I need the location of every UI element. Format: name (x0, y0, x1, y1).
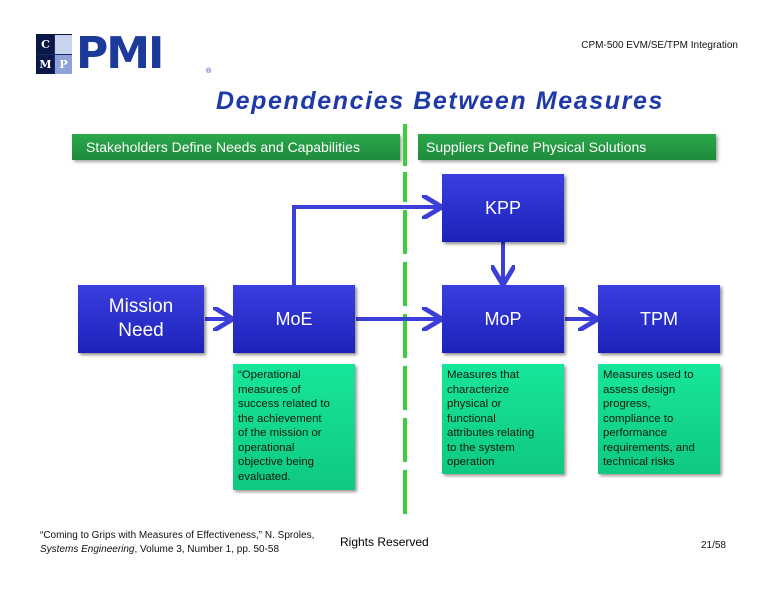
divider-segment (403, 262, 407, 306)
logo-letter-m: M (37, 55, 54, 74)
tpm-description: Measures used to assess design progress,… (598, 364, 720, 474)
registered-mark: ® (206, 68, 212, 75)
divider-segment (403, 210, 407, 254)
desc-line: Measures used to (603, 369, 694, 381)
desc-line: objective being (238, 456, 314, 468)
desc-line: compliance to (603, 412, 674, 425)
desc-line: performance (603, 427, 667, 439)
desc-line: of the mission or (238, 427, 322, 439)
logo-letter-c: C (37, 35, 54, 54)
mop-description: Measures that characterize physical or f… (442, 364, 564, 474)
citation-journal: Systems Engineering (40, 544, 135, 555)
desc-line: functional (447, 412, 496, 425)
logo-letter-p: P (55, 55, 72, 74)
desc-line: Measures that (447, 369, 520, 381)
divider-segment (403, 124, 407, 166)
mop-label: MoP (484, 308, 522, 329)
citation-details: , Volume 3, Number 1, pp. 50-58 (134, 544, 280, 555)
mission-need-box: Mission Need (78, 285, 204, 353)
divider-segment (403, 470, 407, 514)
desc-line: progress, (603, 398, 651, 410)
moe-description: “Operational measures of success related… (233, 364, 355, 490)
divider-segment (403, 366, 407, 410)
desc-line: physical or (447, 398, 502, 410)
arrow-moe-to-kpp (292, 207, 440, 285)
citation-line1: “Coming to Grips with Measures of Effect… (40, 530, 315, 541)
moe-label: MoE (275, 308, 313, 329)
desc-line: evaluated. (238, 470, 291, 483)
mission-label-line2: Need (118, 320, 164, 341)
cpm-logo: C M P (36, 34, 72, 74)
pmi-logo: PMI (76, 28, 206, 79)
tpm-label: TPM (640, 308, 678, 329)
divider-segment (403, 418, 407, 462)
desc-line: operational (238, 441, 295, 454)
desc-line: technical risks (603, 456, 675, 468)
logo-tile (55, 35, 72, 54)
desc-line: requirements, and (603, 441, 695, 454)
page-number: 21/58 (700, 540, 726, 551)
suppliers-bar-label: Suppliers Define Physical Solutions (426, 139, 647, 155)
rights-reserved: Rights Reserved (340, 535, 429, 549)
moe-box: MoE (233, 285, 355, 353)
desc-line: assess design (603, 383, 676, 396)
citation: “Coming to Grips with Measures of Effect… (40, 529, 314, 557)
citation-line2: Systems Engineering, Volume 3, Number 1,… (40, 543, 314, 557)
desc-line: operation (447, 456, 495, 468)
suppliers-bar: Suppliers Define Physical Solutions (418, 134, 716, 160)
stakeholders-bar-label: Stakeholders Define Needs and Capabiliti… (86, 139, 360, 155)
kpp-label: KPP (484, 197, 522, 218)
desc-line: the achievement (238, 412, 322, 425)
desc-line: success related to (238, 398, 330, 410)
kpp-box: KPP (442, 174, 564, 242)
desc-line: to the system (447, 441, 515, 454)
desc-line: “Operational (238, 369, 301, 381)
desc-line: attributes relating (447, 427, 535, 439)
desc-line: characterize (447, 383, 510, 396)
stakeholders-bar: Stakeholders Define Needs and Capabiliti… (72, 134, 400, 160)
mission-label-line1: Mission (108, 296, 174, 317)
divider-segment (403, 172, 407, 202)
tpm-box: TPM (598, 285, 720, 353)
desc-line: measures of (238, 383, 301, 396)
pmi-logo-text: PMI (76, 28, 164, 79)
mop-box: MoP (442, 285, 564, 353)
page-title: Dependencies Between Measures (216, 87, 664, 115)
course-tag: CPM-500 EVM/SE/TPM Integration (581, 40, 738, 51)
divider-segment (403, 314, 407, 358)
